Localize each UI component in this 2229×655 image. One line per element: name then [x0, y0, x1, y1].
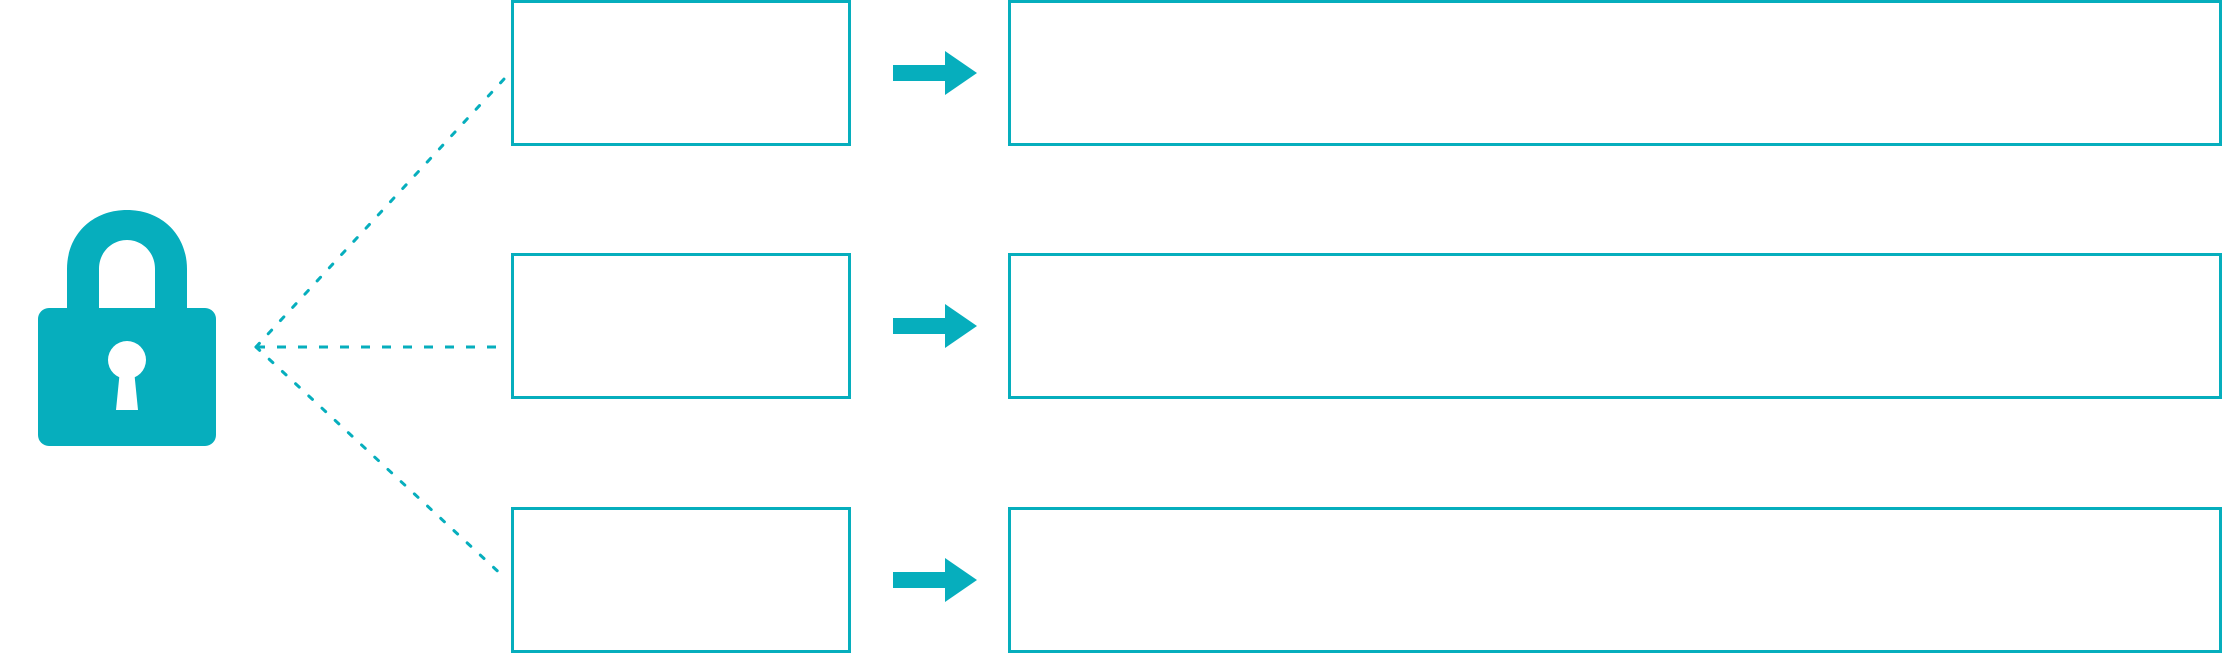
arrow-right-icon	[893, 50, 977, 96]
detail-box-label	[1011, 256, 2219, 284]
detail-box-label	[1011, 3, 2219, 31]
stage-box[interactable]	[511, 0, 851, 146]
detail-box[interactable]	[1008, 0, 2222, 146]
arrow-right-icon	[893, 303, 977, 349]
stage-box-label	[514, 510, 848, 538]
stage-box[interactable]	[511, 253, 851, 399]
padlock-icon	[38, 210, 216, 446]
stage-box-label	[514, 3, 848, 31]
diagram-row	[0, 507, 2229, 653]
arrow-right-icon	[893, 557, 977, 603]
stage-box-label	[514, 256, 848, 284]
stage-box[interactable]	[511, 507, 851, 653]
detail-box[interactable]	[1008, 507, 2222, 653]
diagram-row	[0, 253, 2229, 399]
detail-box[interactable]	[1008, 253, 2222, 399]
diagram-row	[0, 0, 2229, 146]
detail-box-label	[1011, 510, 2219, 538]
